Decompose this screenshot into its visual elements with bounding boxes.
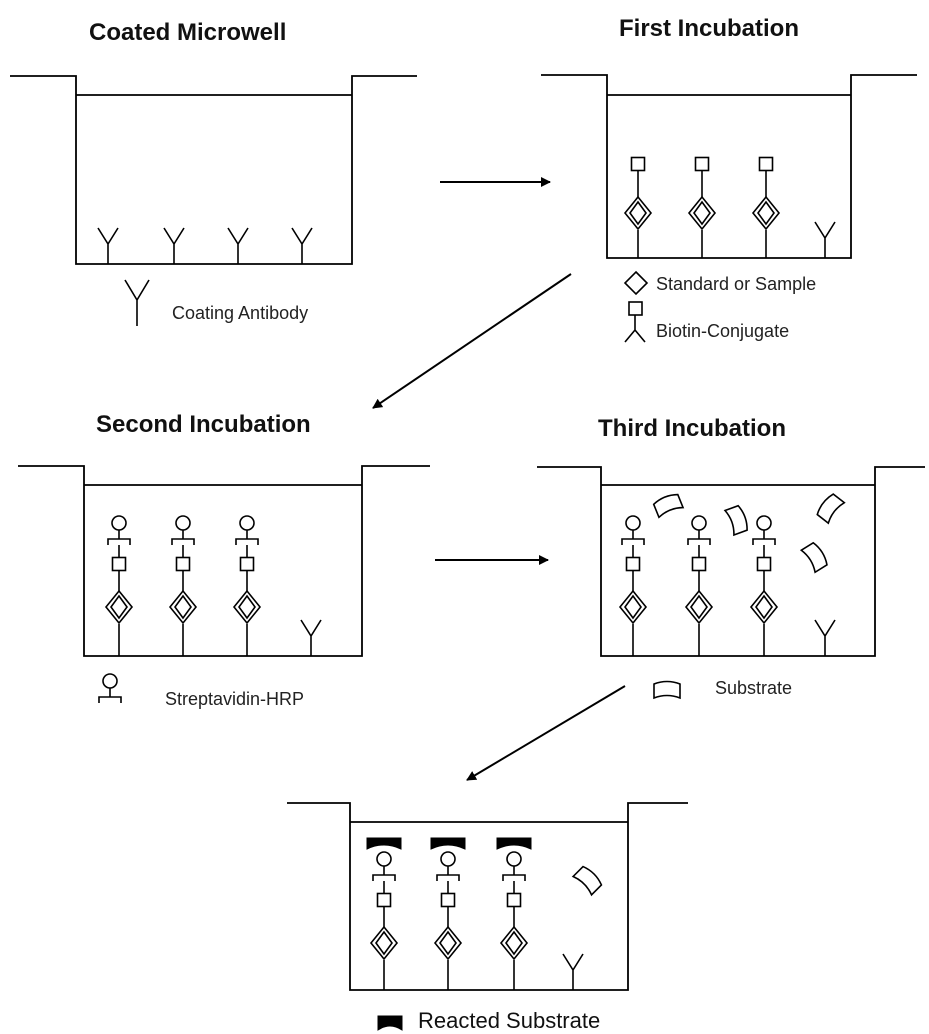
coating-antibody-icon: [97, 227, 119, 265]
legend-reacted-substrate-label: Reacted Substrate: [418, 1008, 600, 1033]
biotin-box-icon: [628, 301, 643, 316]
well-third-incubation: [537, 466, 925, 657]
well-reacted: [287, 802, 688, 991]
coating-antibody-icon: [291, 227, 313, 265]
reacted-substrate-icon: [496, 837, 532, 850]
complex: [169, 515, 197, 656]
complex: [685, 515, 713, 656]
title-second-incubation: Second Incubation: [96, 411, 311, 438]
substrate-icon: [800, 540, 830, 574]
legend-streptavidin-hrp: Streptavidin-HRP: [98, 673, 304, 709]
coating-antibody-icon: [124, 279, 150, 326]
coating-antibody-icon: [562, 953, 584, 991]
reacted-substrate-icon: [430, 837, 466, 850]
complex: [496, 837, 532, 990]
reacted-substrate-icon: [366, 837, 402, 850]
diamond-icon: [623, 270, 649, 296]
complex: [688, 156, 716, 258]
complex: [233, 515, 261, 656]
substrate-icon: [814, 491, 846, 524]
legend-substrate: Substrate: [653, 678, 792, 699]
substrate-icon: [653, 680, 681, 699]
legend-substrate-label: Substrate: [715, 678, 792, 698]
substrate-icon: [724, 504, 751, 536]
legend-standard-or-sample-label: Standard or Sample: [656, 274, 816, 294]
complex: [624, 156, 652, 258]
coating-antibody-icon: [814, 619, 836, 657]
well-coated: [10, 75, 417, 265]
complex: [752, 156, 780, 258]
well-first-incubation: [541, 74, 917, 259]
arrow-diagonal-icon: [372, 273, 572, 409]
legend-coating-antibody: Coating Antibody: [124, 279, 308, 326]
well-second-incubation: [18, 465, 430, 657]
complex: [366, 837, 402, 990]
complex: [105, 515, 133, 656]
legend-biotin-conjugate-label: Biotin-Conjugate: [656, 321, 789, 341]
complex: [430, 837, 466, 990]
complex: [619, 515, 647, 656]
legend-standard-or-sample: Standard or Sample: [623, 270, 816, 296]
coating-antibody-icon: [300, 619, 322, 657]
complex: [750, 515, 778, 656]
coating-antibody-icon: [227, 227, 249, 265]
title-third-incubation: Third Incubation: [598, 415, 786, 442]
legend-coating-antibody-label: Coating Antibody: [172, 303, 308, 323]
legend-biotin-conjugate: Biotin-Conjugate: [624, 301, 789, 343]
coating-antibody-icon: [814, 221, 836, 259]
substrate-icon: [572, 863, 605, 896]
arrow-diagonal-icon: [466, 685, 626, 781]
title-first-incubation: First Incubation: [619, 15, 799, 42]
coating-antibody-icon: [163, 227, 185, 265]
streptavidin-hrp-icon: [98, 673, 122, 704]
reacted-substrate-icon: [377, 1015, 403, 1031]
legend-reacted-substrate: Reacted Substrate: [377, 1008, 600, 1033]
legend-streptavidin-hrp-label: Streptavidin-HRP: [165, 689, 304, 709]
substrate-icon: [651, 491, 684, 519]
title-coated-microwell: Coated Microwell: [89, 19, 286, 46]
